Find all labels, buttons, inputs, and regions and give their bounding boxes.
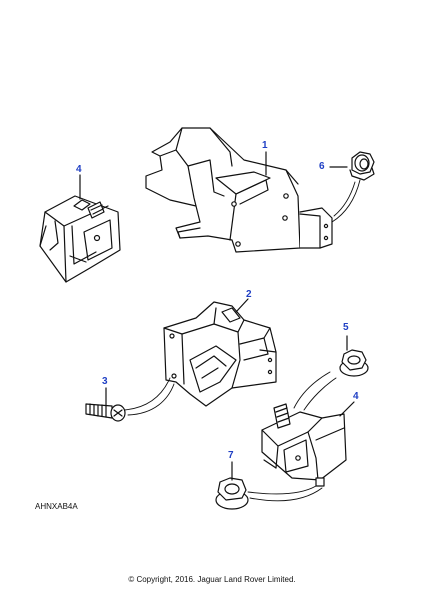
engine-mount-left: [39, 195, 121, 283]
callout-part-2[interactable]: 2: [246, 289, 252, 300]
callout-part-3[interactable]: 3: [102, 376, 108, 387]
leader-line-4-right: [339, 401, 355, 417]
flange-nut-6: [349, 151, 375, 181]
bracket-1: [145, 127, 333, 253]
callout-part-4-left[interactable]: 4: [76, 164, 82, 175]
callout-part-1[interactable]: 1: [262, 140, 268, 151]
leader-line-2: [235, 298, 249, 313]
callout-part-6[interactable]: 6: [319, 161, 325, 172]
engine-mount-right: [261, 403, 347, 487]
diagram-reference-code: AHNXAB4A: [35, 502, 78, 511]
callout-part-7[interactable]: 7: [228, 450, 234, 461]
fit-line-7-a: [247, 485, 317, 495]
fit-line-6: [331, 179, 361, 223]
callout-part-4-right[interactable]: 4: [353, 391, 359, 402]
fit-line-2-b: [127, 383, 175, 416]
fit-line-5-b: [303, 377, 337, 411]
flange-nut-5: [339, 349, 369, 377]
fit-line-5-a: [293, 371, 331, 409]
flange-nut-7: [215, 477, 249, 510]
bolt-3: [85, 403, 126, 422]
fit-line-2-a: [123, 377, 171, 411]
bracket-2: [163, 301, 277, 407]
fit-line-6-b: [333, 181, 356, 217]
callout-part-5[interactable]: 5: [343, 322, 349, 333]
fit-line-7-b: [249, 487, 323, 502]
copyright-notice: © Copyright, 2016. Jaguar Land Rover Lim…: [128, 575, 296, 584]
